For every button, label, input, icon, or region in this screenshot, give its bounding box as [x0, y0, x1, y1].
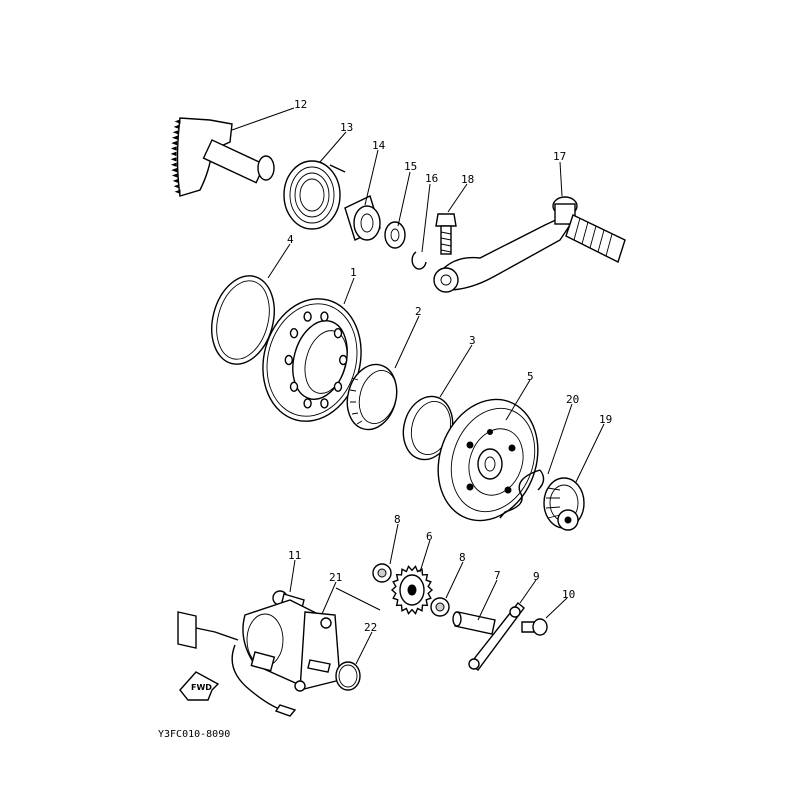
callout-1: 1 [350, 266, 357, 279]
callout-3: 3 [469, 334, 476, 347]
starter-motor-21 [231, 599, 341, 717]
spring-20 [499, 469, 545, 519]
washer-8a [372, 563, 392, 583]
idle-shaft-7 [452, 611, 496, 635]
callout-2: 2 [415, 305, 422, 318]
callout-20: 20 [566, 393, 579, 406]
connector [177, 611, 239, 649]
callout-18: 18 [461, 173, 474, 186]
kick-spring-13 [283, 160, 346, 230]
drive-gear-19 [543, 477, 585, 531]
gear-hole [284, 354, 293, 366]
callout-5: 5 [527, 370, 534, 383]
gear-hole [289, 328, 299, 339]
callout-9: 9 [533, 570, 540, 583]
gear-hole [303, 311, 312, 322]
callout-10: 10 [562, 588, 575, 601]
gear-hole [333, 381, 343, 392]
callout-16: 16 [425, 172, 438, 185]
kick-crank-17 [433, 196, 626, 293]
leader-lines [231, 107, 605, 665]
idle-gear-6 [390, 565, 434, 615]
gear-hole [333, 328, 343, 339]
bolt-18 [435, 213, 457, 255]
gear-hole [320, 398, 329, 409]
callout-14: 14 [372, 139, 386, 152]
circlip-16 [411, 251, 427, 270]
callout-13: 13 [340, 121, 353, 134]
callout-8a: 8 [394, 513, 401, 526]
callout-4: 4 [287, 233, 294, 246]
fwd-label: FWD [191, 683, 212, 692]
callout-21: 21 [329, 571, 342, 584]
kick-axle-gear-12 [170, 117, 275, 197]
callout-11: 11 [288, 549, 301, 562]
fwd-arrow-icon: FWD [179, 671, 220, 701]
washer-8b [430, 597, 450, 617]
plate-9 [468, 602, 525, 671]
thrust-washer-4 [211, 275, 275, 365]
o-ring-22 [335, 661, 361, 691]
callout-17: 17 [553, 150, 566, 163]
bushing-14 [344, 195, 381, 241]
callout-numbers: 12 13 14 15 16 18 17 4 1 2 3 5 20 19 8 6… [287, 98, 612, 634]
gear-hole [303, 398, 312, 409]
starter-wheel-gear-1 [262, 298, 362, 422]
callout-12: 12 [294, 98, 307, 111]
callout-19: 19 [599, 413, 612, 426]
callout-22: 22 [364, 621, 377, 634]
callout-6: 6 [426, 530, 433, 543]
callout-15: 15 [404, 160, 417, 173]
callout-8b: 8 [459, 551, 466, 564]
washer-15 [384, 221, 406, 249]
callout-7: 7 [494, 569, 501, 582]
diagram-code: Y3FC010-8090 [158, 729, 230, 740]
gear-hole [320, 311, 329, 322]
gear-hole [339, 354, 348, 366]
gear-hole [289, 381, 299, 392]
screw-10 [521, 618, 548, 636]
bearing-2 [346, 363, 398, 431]
